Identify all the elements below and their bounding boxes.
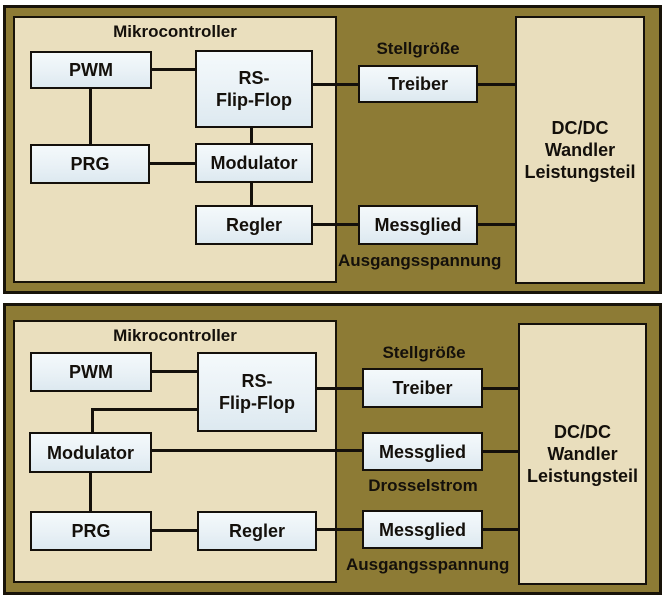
bottom-pwm-block: PWM [30, 352, 152, 392]
wire-modulator-to-prg [89, 473, 92, 511]
top-ausgangsspannung-label: Ausgangsspannung [338, 251, 502, 270]
bottom-modulator-block: Modulator [29, 432, 152, 473]
top-treiber-block: Treiber [358, 65, 478, 103]
wire-prg-to-regler [152, 529, 197, 532]
wire-modulator-to-messglied-strom [152, 449, 362, 452]
wire-messglied-strom-to-dcdc [483, 450, 518, 453]
top-dcdc-wandler-block: DC/DC Wandler Leistungsteil [515, 16, 645, 284]
bottom-dcdc-wandler-block: DC/DC Wandler Leistungsteil [518, 323, 647, 585]
bottom-treiber-block: Treiber [362, 368, 483, 408]
wire-regler-to-messglied-spannung [317, 528, 362, 531]
wire-pwm-to-rsflipflop-2 [152, 370, 197, 373]
wire-rsflipflop-to-modulator [250, 128, 253, 143]
wire-messglied-to-dcdc [478, 223, 515, 226]
bottom-ausgangsspannung-label: Ausgangsspannung [346, 555, 510, 574]
wire-messglied-spannung-to-dcdc [483, 528, 518, 531]
top-mikrocontroller-title: Mikrocontroller [113, 22, 237, 41]
bottom-messglied-spannung-block: Messglied [362, 510, 483, 549]
wire-treiber-to-dcdc-2 [483, 387, 518, 390]
wire-modulator-to-rsflipflop-vertical [91, 408, 94, 432]
wire-prg-to-modulator [150, 162, 195, 165]
top-regler-block: Regler [195, 205, 313, 245]
top-pwm-block: PWM [30, 51, 152, 89]
bottom-messglied-strom-block: Messglied [362, 432, 483, 471]
wire-pwm-to-rsflipflop [152, 68, 195, 71]
bottom-drosselstrom-label: Drosselstrom [368, 476, 478, 495]
top-prg-block: PRG [30, 144, 150, 184]
wire-treiber-to-dcdc [478, 83, 515, 86]
wire-rsflipflop-to-treiber [313, 83, 358, 86]
wire-regler-to-messglied [313, 223, 358, 226]
bottom-mikrocontroller-title: Mikrocontroller [113, 326, 237, 345]
wire-modulator-to-rsflipflop-horizontal [91, 408, 197, 411]
top-stellgroesse-label: Stellgröße [376, 39, 460, 58]
bottom-regler-block: Regler [197, 511, 317, 551]
top-messglied-block: Messglied [358, 205, 478, 245]
top-rs-flip-flop-block: RS- Flip-Flop [195, 50, 313, 128]
wire-modulator-to-regler [250, 183, 253, 205]
bottom-stellgroesse-label: Stellgröße [382, 343, 466, 362]
wire-rsflipflop-to-treiber-2 [317, 387, 362, 390]
bottom-prg-block: PRG [30, 511, 152, 551]
top-modulator-block: Modulator [195, 143, 313, 183]
bottom-rs-flip-flop-block: RS- Flip-Flop [197, 352, 317, 432]
wire-pwm-to-prg [89, 89, 92, 144]
